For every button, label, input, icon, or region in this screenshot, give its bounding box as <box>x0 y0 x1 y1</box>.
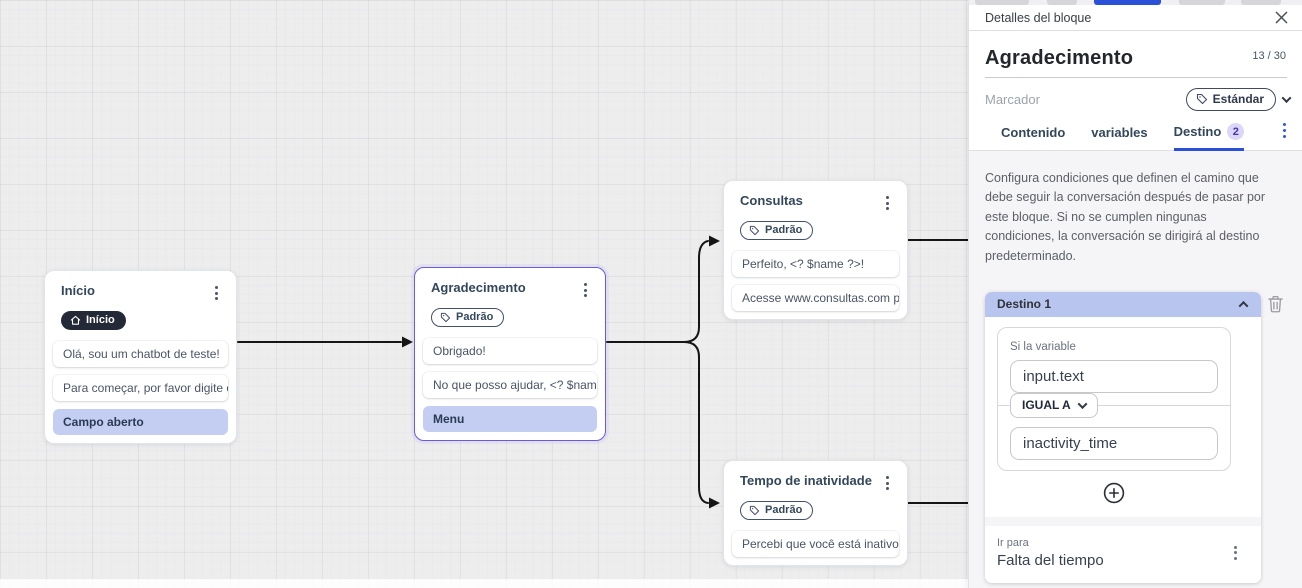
tag-icon <box>749 225 760 236</box>
message-chip[interactable]: Percebi que você está inativo. C... <box>732 530 899 557</box>
flow-canvas[interactable]: Início Início Olá, sou um chatbot de tes… <box>0 0 968 588</box>
tabs-menu-icon[interactable] <box>1279 120 1291 142</box>
chevron-down-icon <box>1077 399 1088 409</box>
top-tab-indicator <box>1094 0 1161 5</box>
message-chip[interactable]: Acesse www.consultas.com par... <box>732 284 899 311</box>
panel-top-strip <box>969 0 1302 5</box>
node-menu-icon[interactable] <box>211 283 222 303</box>
goto-label: Ir para <box>997 536 1029 549</box>
condition-operator-select[interactable]: IGUAL A <box>1010 392 1098 418</box>
padrao-badge: Padrão <box>431 308 505 327</box>
add-condition-icon[interactable] <box>1103 482 1125 504</box>
home-icon <box>70 315 81 326</box>
block-name-underline <box>985 77 1287 78</box>
node-menu-icon[interactable] <box>580 280 591 300</box>
chevron-up-icon[interactable] <box>1238 300 1249 311</box>
message-chip[interactable]: No que posso ajudar, <? $name ... <box>423 371 597 398</box>
condition-value-input[interactable] <box>1010 426 1218 460</box>
padrao-badge: Padrão <box>740 501 814 520</box>
canvas-horizontal-scrollbar[interactable] <box>0 579 968 588</box>
destino-count-badge: 2 <box>1227 123 1245 140</box>
panel-tabs: Contenido variables Destino 2 <box>969 111 1302 151</box>
node-consultas[interactable]: Consultas Padrão Perfeito, <? $name ?>! … <box>723 180 908 320</box>
start-badge: Início <box>61 311 126 330</box>
padrao-badge: Padrão <box>740 221 814 240</box>
message-chip[interactable]: Para começar, por favor digite o ... <box>53 374 228 401</box>
trash-icon <box>1268 295 1283 313</box>
node-menu-icon[interactable] <box>882 193 893 213</box>
tab-contenido[interactable]: Contenido <box>1001 125 1066 140</box>
condition-variable-input[interactable] <box>1010 359 1218 393</box>
tag-icon <box>1196 93 1208 105</box>
tab-variables[interactable]: variables <box>1091 125 1148 140</box>
node-menu-icon[interactable] <box>882 473 893 493</box>
node-agradecimento[interactable]: Agradecimento Padrão Obrigado! No que po… <box>414 267 606 441</box>
destino-card: Destino 1 Si la variable IGUAL A <box>985 291 1261 583</box>
condition-if-label: Si la variable <box>1010 340 1076 353</box>
marcador-label: Marcador <box>985 92 1040 107</box>
tag-icon <box>440 312 451 323</box>
message-chip[interactable]: Obrigado! <box>423 337 597 364</box>
tab-destino[interactable]: Destino 2 <box>1173 123 1245 151</box>
goto-value[interactable]: Falta del tiempo <box>997 551 1104 569</box>
chevron-down-icon[interactable] <box>1281 93 1292 104</box>
delete-destination-button[interactable] <box>1267 292 1284 318</box>
destino-header[interactable]: Destino 1 <box>985 291 1261 317</box>
edge-agradecimento-tempo <box>683 341 709 504</box>
open-field-chip[interactable]: Campo aberto <box>53 408 228 435</box>
message-chip[interactable]: Olá, sou um chatbot de teste! <box>53 340 228 367</box>
node-tempo-inatividade[interactable]: Tempo de inatividade Padrão Percebi que … <box>723 460 908 566</box>
node-title: Consultas <box>740 193 803 208</box>
destino-description: Configura condiciones que definen el cam… <box>985 171 1266 263</box>
goto-menu-icon[interactable] <box>1230 543 1241 563</box>
block-details-panel: Detalles del bloque Agradecimento 13 / 3… <box>968 0 1302 588</box>
block-name[interactable]: Agradecimento <box>985 47 1134 69</box>
node-title: Início <box>61 283 95 298</box>
card-section-divider <box>985 516 1261 526</box>
panel-title: Detalles del bloque <box>985 10 1092 25</box>
marcador-value-pill[interactable]: Estándar <box>1185 88 1276 111</box>
condition-box: Si la variable IGUAL A <box>997 326 1231 471</box>
message-chip[interactable]: Perfeito, <? $name ?>! <box>732 250 899 277</box>
char-count: 13 / 30 <box>1252 50 1286 62</box>
node-title: Tempo de inatividade <box>740 473 872 488</box>
node-inicio[interactable]: Início Início Olá, sou um chatbot de tes… <box>44 270 237 444</box>
menu-chip[interactable]: Menu <box>423 405 597 432</box>
edge-agradecimento-consultas <box>606 240 709 343</box>
goto-row: Ir para Falta del tiempo <box>985 525 1261 583</box>
close-icon[interactable] <box>1275 11 1288 24</box>
tag-icon <box>749 505 760 516</box>
node-title: Agradecimento <box>431 280 526 295</box>
